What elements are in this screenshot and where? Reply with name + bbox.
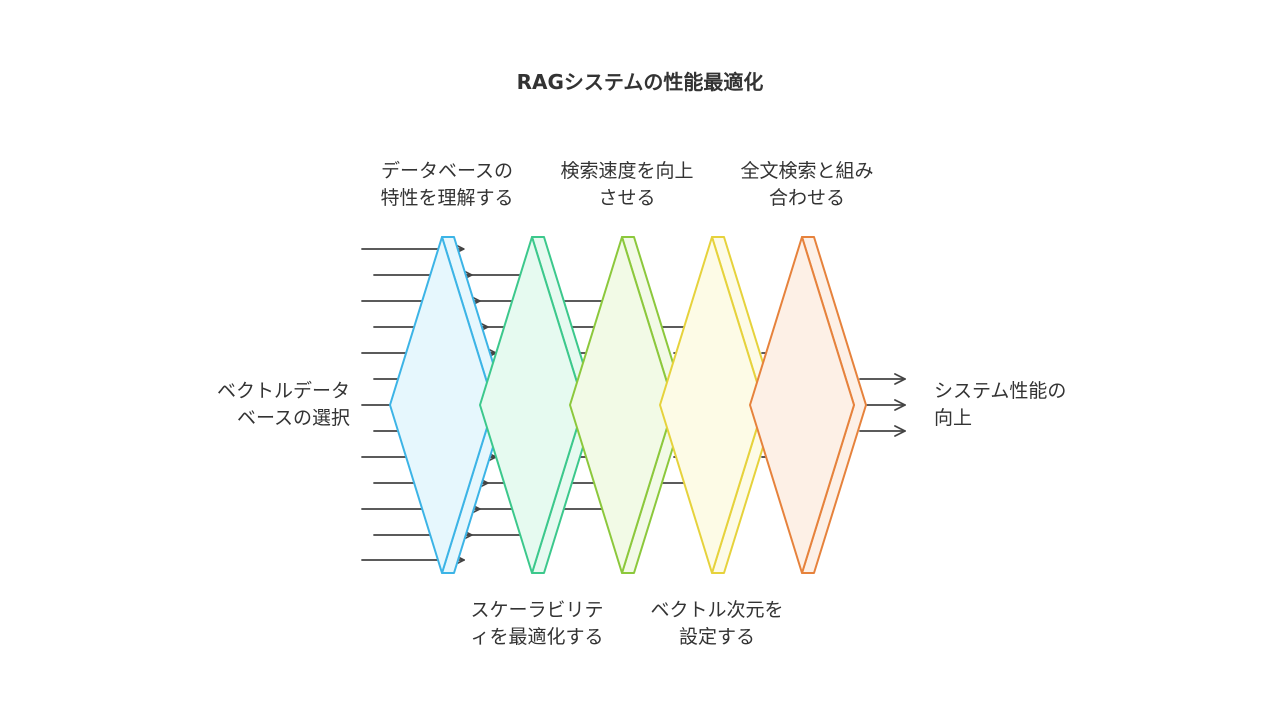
chevron-step-2 bbox=[479, 236, 597, 574]
step-chevrons bbox=[389, 236, 867, 574]
diagram-title: RAGシステムの性能最適化 bbox=[516, 70, 764, 94]
chevron-step-5 bbox=[749, 236, 867, 574]
chevron-step-4 bbox=[659, 236, 777, 574]
step-label-1-line2: 特性を理解する bbox=[380, 187, 514, 209]
output-label-line2: 向上 bbox=[934, 407, 973, 429]
step-label-2-line2: ィを最適化する bbox=[470, 626, 604, 648]
chevron-step-3-face bbox=[569, 236, 675, 574]
input-label-line2: ベースの選択 bbox=[236, 407, 350, 429]
chevron-step-2-face bbox=[479, 236, 585, 574]
step-label-4-line1: ベクトル次元を bbox=[650, 599, 784, 621]
step-label-5: 全文検索と組み 合わせる bbox=[717, 158, 897, 212]
step-label-2-line1: スケーラビリテ bbox=[470, 599, 604, 621]
chevron-step-5-face bbox=[749, 236, 855, 574]
output-label-line1: システム性能の bbox=[934, 380, 1067, 402]
step-label-1: データベースの 特性を理解する bbox=[357, 158, 537, 212]
step-label-5-line1: 全文検索と組み bbox=[740, 160, 874, 182]
step-label-4: ベクトル次元を 設定する bbox=[627, 597, 807, 651]
chevron-step-4-face bbox=[659, 236, 765, 574]
step-label-3-line2: させる bbox=[598, 187, 656, 209]
chevron-step-1-face bbox=[389, 236, 495, 574]
output-label: システム性能の 向上 bbox=[934, 378, 1134, 432]
step-label-5-line2: 合わせる bbox=[768, 187, 845, 209]
step-label-2: スケーラビリテ ィを最適化する bbox=[447, 597, 627, 651]
input-label-line1: ベクトルデータ bbox=[216, 380, 350, 402]
step-label-3-line1: 検索速度を向上 bbox=[560, 160, 694, 182]
step-label-1-line1: データベースの bbox=[380, 160, 514, 182]
chevron-step-3 bbox=[569, 236, 687, 574]
input-label: ベクトルデータ ベースの選択 bbox=[170, 378, 350, 432]
step-label-3: 検索速度を向上 させる bbox=[537, 158, 717, 212]
step-label-4-line2: 設定する bbox=[678, 626, 755, 648]
